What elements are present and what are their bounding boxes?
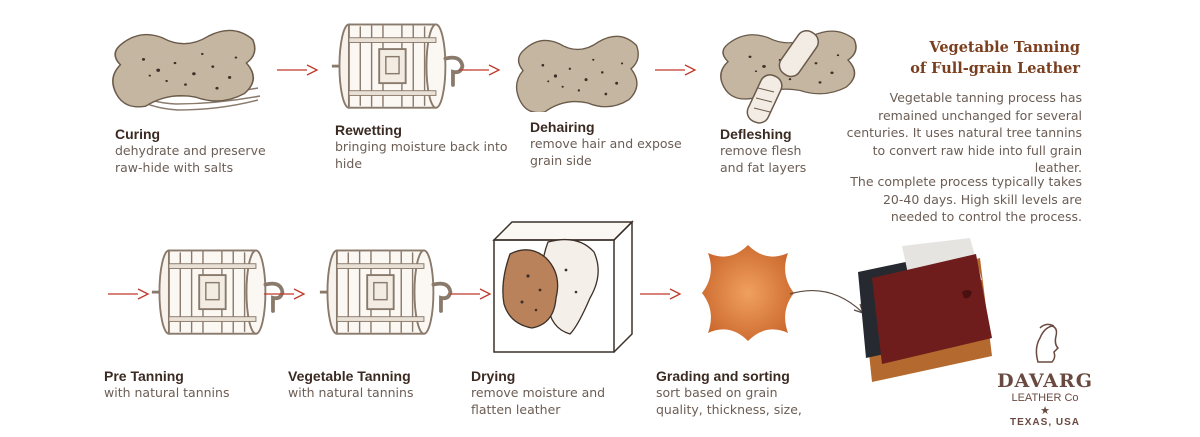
warrior-head-icon [1035, 323, 1060, 363]
step-desc-pre-tanning: with natural tannins [104, 385, 230, 400]
flow-arrow [108, 288, 149, 300]
drying-rack-icon [492, 220, 634, 353]
diagram-title: Vegetable Tanning of Full-grain Leather [910, 39, 1080, 77]
flow-arrow [640, 288, 681, 300]
logo-subtitle: LEATHER Co [1011, 392, 1079, 404]
step-desc-curing: dehydrate and preserve raw-hide with sal… [115, 143, 266, 175]
step-desc-defleshing: remove flesh and fat layers [720, 143, 807, 175]
logo-brand: DAVARG [997, 370, 1093, 392]
flow-arrow [655, 64, 696, 76]
logo-location: TEXAS, USA [1009, 417, 1080, 428]
drum-icon [330, 22, 465, 110]
intro-paragraph: Vegetable tanning process has remained u… [846, 90, 1082, 175]
brand-logo: DAVARG LEATHER Co ★ TEXAS, USA [995, 322, 1095, 428]
step-title-vegetable-tanning: Vegetable Tanning [288, 368, 411, 384]
step-desc-dehairing: remove hair and expose grain side [530, 136, 682, 168]
step-desc-rewetting: bringing moisture back into hide [335, 139, 508, 171]
step-desc-drying: remove moisture and flatten leather [471, 385, 606, 417]
hide-roller-icon [720, 29, 857, 124]
step-title-drying: Drying [471, 368, 516, 384]
leather-swatch-photo [858, 238, 992, 382]
salted-hide-stack-icon [112, 29, 261, 111]
step-title-rewetting: Rewetting [335, 122, 402, 138]
step-title-curing: Curing [115, 126, 161, 142]
drum-icon [318, 248, 453, 336]
finished-hide-icon [702, 245, 794, 341]
intro-paragraph: The complete process typically takes 20-… [850, 174, 1082, 224]
flow-arrow [450, 288, 491, 300]
flow-arrow [264, 288, 305, 300]
flow-arrow [459, 64, 500, 76]
step-title-grading: Grading and sorting [656, 368, 790, 384]
step-desc-grading: sort based on grain quality, thickness, … [656, 385, 802, 417]
step-title-dehairing: Dehairing [530, 119, 595, 135]
step-title-defleshing: Defleshing [720, 126, 792, 142]
hide-icon [515, 35, 639, 112]
flow-arrow [277, 64, 318, 76]
star-icon: ★ [1040, 404, 1050, 417]
step-desc-vegetable-tanning: with natural tannins [288, 385, 414, 400]
step-title-pre-tanning: Pre Tanning [104, 368, 184, 384]
